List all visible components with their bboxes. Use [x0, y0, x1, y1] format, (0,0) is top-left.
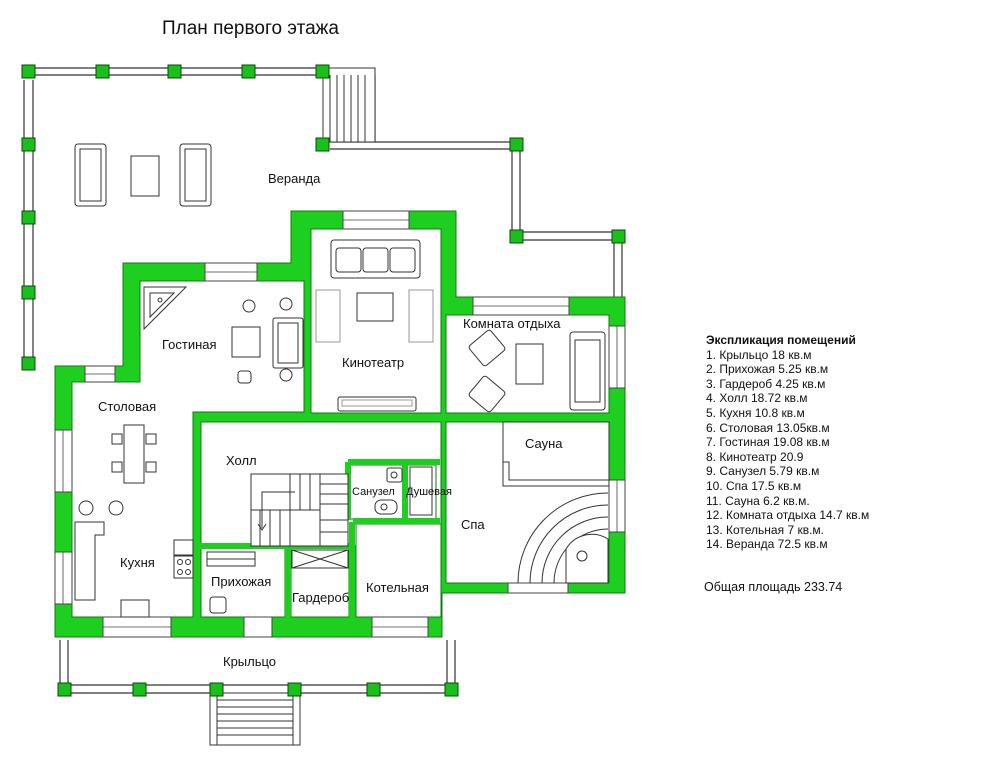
- sanitary-furniture: [374, 466, 433, 516]
- legend-item: 12. Комната отдыха 14.7 кв.м: [706, 508, 870, 523]
- page-title: План первого этажа: [162, 18, 339, 39]
- window-lines: [62, 219, 618, 628]
- room-label-veranda: Веранда: [268, 171, 321, 186]
- room-label-living-room: Гостиная: [162, 337, 217, 352]
- room-label-hallway: Прихожая: [211, 574, 272, 589]
- legend-item: 1. Крыльцо 18 кв.м: [706, 347, 812, 362]
- total-area: Общая площадь 233.74: [704, 580, 843, 594]
- room-label-dining: Столовая: [98, 399, 157, 414]
- legend-item: 11. Сауна 6.2 кв.м.: [706, 493, 810, 508]
- legend-item: 6. Столовая 13.05кв.м: [706, 420, 830, 435]
- room-label-bathroom: Санузел: [352, 486, 395, 498]
- legend-item: 10. Спа 17.5 кв.м: [706, 478, 802, 493]
- veranda-steps: [322, 67, 376, 143]
- legend-item: 8. Кинотеатр 20.9: [706, 449, 804, 464]
- porch-steps: [209, 692, 301, 746]
- room-label-wardrobe: Гардероб: [292, 590, 350, 605]
- cinema-furniture: [315, 239, 434, 412]
- room-legend: Экспликация помещений 1. Крыльцо 18 кв.м…: [706, 333, 869, 552]
- veranda-furniture: [74, 143, 212, 207]
- room-label-spa: Спа: [461, 517, 485, 532]
- staircase: [250, 473, 349, 547]
- hallway-furniture: [206, 549, 349, 614]
- legend-item: 13. Котельная 7 кв.м.: [706, 522, 824, 537]
- room-label-boiler-room: Котельная: [366, 580, 429, 595]
- legend-item: 2. Прихожая 5.25 кв.м: [706, 362, 829, 377]
- dining-furniture: [78, 424, 157, 516]
- room-label-sauna: Сауна: [525, 436, 563, 451]
- room-label-rest-room: Комната отдыха: [463, 316, 561, 331]
- legend-item: 5. Кухня 10.8 кв.м: [706, 405, 805, 420]
- legend-item: 7. Гостиная 19.08 кв.м: [706, 435, 830, 450]
- legend-item: 9. Санузел 5.79 кв.м: [706, 464, 820, 479]
- room-label-cinema: Кинотеатр: [342, 355, 405, 370]
- room-label-shower: Душевая: [406, 486, 452, 498]
- room-label-hall: Холл: [226, 453, 257, 468]
- room-label-kitchen: Кухня: [120, 555, 155, 570]
- spa-furniture: [502, 421, 610, 584]
- legend-item: 3. Гардероб 4.25 кв.м: [706, 376, 826, 391]
- rest-room-furniture: [468, 329, 606, 413]
- room-label-porch: Крыльцо: [223, 654, 277, 669]
- legend-heading: Экспликация помещений: [706, 333, 856, 347]
- kitchen-furniture: [74, 521, 194, 618]
- living-furniture: [143, 286, 304, 384]
- legend-item: 14. Веранда 72.5 кв.м: [706, 537, 828, 552]
- legend-item: 4. Холл 18.72 кв.м: [706, 391, 808, 406]
- posts: [21, 64, 626, 697]
